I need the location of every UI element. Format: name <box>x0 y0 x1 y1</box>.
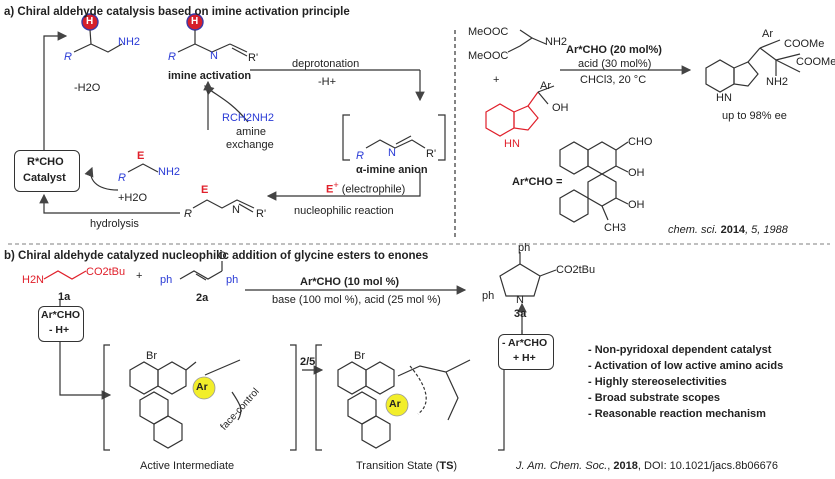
product-ar: Ar <box>762 28 773 40</box>
amine-exchange-1: amine <box>236 126 266 138</box>
catalyst-box: R*CHO Catalyst <box>14 150 80 192</box>
ar-ts: Ar <box>389 398 401 410</box>
meooc-2: MeOOC <box>468 50 509 62</box>
product-coome-1: COOMe <box>784 38 825 50</box>
anion-r: R <box>356 150 364 162</box>
catalyst-ch3: CH3 <box>604 222 627 234</box>
catalyst-oh-2: OH <box>628 199 645 211</box>
e-label-2: E <box>201 184 209 196</box>
deprotonation-label: deprotonation <box>292 58 360 70</box>
catalyst-loading: Ar*CHO (20 mol%) <box>566 44 662 56</box>
label-2a: 2a <box>196 292 209 304</box>
imine-activation-label: imine activation <box>168 70 252 82</box>
conditions-b: base (100 mol %), acid (25 mol %) <box>272 294 441 306</box>
ar-intermediate: Ar <box>196 381 208 393</box>
active-intermediate-label: Active Intermediate <box>140 460 235 472</box>
amine-reagent: RCH2NH2 <box>222 112 274 124</box>
feature-item: - Activation of low active amino acids <box>588 360 784 372</box>
e-imine-n: N <box>232 204 240 216</box>
catalyst-oh-1: OH <box>628 167 645 179</box>
catalyst-loading-b: Ar*CHO (10 mol %) <box>300 276 400 288</box>
plus-sign-b: + <box>136 270 143 282</box>
catalyst-cho: CHO <box>628 136 653 148</box>
meooc-1: MeOOC <box>468 26 509 38</box>
amine-bonds <box>73 43 123 53</box>
hydrolysis-label: hydrolysis <box>90 218 139 230</box>
imine-n: N <box>210 50 218 62</box>
minus-water-label: -H2O <box>74 82 101 94</box>
ar-highlight-ts <box>385 393 409 417</box>
enone-ph-2: ph <box>226 274 239 286</box>
catalyst-eq-label: Ar*CHO = <box>512 176 563 188</box>
feature-item: - Highly stereoselectivities <box>588 376 727 388</box>
amine-nh2: NH2 <box>118 36 141 48</box>
hydrolysis-arrow <box>39 193 180 214</box>
malonate-nh2: NH2 <box>545 36 568 48</box>
transition-state-label: Transition State (TS) <box>356 460 458 472</box>
product-nh2: NH2 <box>766 76 789 88</box>
catalyst-in-box: Ar*CHO + H+ - H+ <box>38 306 84 342</box>
nucleophilic-arrow <box>266 172 421 201</box>
enone-ph-1: ph <box>160 274 173 286</box>
imine-r: R <box>168 51 176 63</box>
product-coome-2: COOMe <box>796 56 835 68</box>
ar-highlight-intermediate <box>192 376 216 400</box>
product-hn: HN <box>716 92 732 104</box>
anion-n: N <box>388 147 396 159</box>
h-atom-1: H <box>86 16 94 27</box>
h-atom-2: H <box>191 16 199 27</box>
substrate-oh: OH <box>552 102 569 114</box>
e-label-1: E <box>137 150 145 162</box>
anion-rprime: R' <box>426 148 437 160</box>
catalyst-out-box: - Ar*CHO + H+ <box>498 334 554 370</box>
glycine-h2n: H2N <box>22 274 45 286</box>
catalyst-out-line-2: + H+ <box>513 352 536 364</box>
acid-loading: acid (30 mol%) <box>578 58 652 70</box>
catalyst-out-line-1: - Ar*CHO <box>502 337 548 349</box>
cycle-arrow-left <box>43 31 68 183</box>
ee-label: up to 98% ee <box>722 110 787 122</box>
substrate-hn: HN <box>504 138 520 150</box>
catalyst-in-line-1: Ar*CHO <box>41 309 81 321</box>
pyrroline-ph-2: ph <box>482 290 495 302</box>
label-1a: 1a <box>58 291 71 303</box>
reference-b: J. Am. Chem. Soc., 2018, DOI: 10.1021/ja… <box>516 460 778 472</box>
label-3a: 3a <box>514 308 527 320</box>
pyrroline-ph-1: ph <box>518 242 531 254</box>
plus-water-label: +H2O <box>118 192 148 204</box>
substrate-ar: Ar <box>540 80 551 92</box>
br-ts: Br <box>354 350 365 362</box>
e-product-r: R <box>118 172 126 184</box>
amine-exchange-2: exchange <box>226 139 274 151</box>
nucleophilic-reaction-label: nucleophilic reaction <box>294 205 394 217</box>
glycine-co2tbu: CO2tBu <box>86 266 126 278</box>
ratio-label: 2/5 <box>300 356 316 368</box>
e-imine-r: R <box>184 208 192 220</box>
imine-rprime: R' <box>248 52 259 64</box>
catalyst-line-1: R*CHO <box>27 156 64 168</box>
catalyst-in-line-2b: - H+ <box>49 324 70 336</box>
enone-o: O <box>218 250 227 262</box>
plus-sign-a: + <box>493 74 500 86</box>
alpha-imine-anion-label: α-imine anion <box>356 164 428 176</box>
feature-item: - Non-pyridoxal dependent catalyst <box>588 344 772 356</box>
amine-r: R <box>64 51 72 63</box>
solvent-temp: CHCl3, 20 °C <box>580 74 647 86</box>
e-product-nh2: NH2 <box>158 166 181 178</box>
catalyst-line-2: Catalyst <box>23 172 66 184</box>
reference-a: chem. sci. 2014, 5, 1988 <box>668 224 788 236</box>
feature-item: - Broad substrate scopes <box>588 392 721 404</box>
pyrroline-n: N <box>516 294 524 306</box>
section-a-title: a) Chiral aldehyde catalysis based on im… <box>4 6 350 18</box>
section-b-title: b) Chiral aldehyde catalyzed nucleophili… <box>4 250 429 262</box>
e-imine-rprime: R' <box>256 208 267 220</box>
electrophile-label: E+ (electrophile) <box>326 180 406 196</box>
br-intermediate: Br <box>146 350 157 362</box>
pyrroline-co2tbu: CO2tBu <box>556 264 596 276</box>
minus-h-label: -H+ <box>318 76 337 88</box>
feature-item: - Reasonable reaction mechanism <box>588 408 766 420</box>
